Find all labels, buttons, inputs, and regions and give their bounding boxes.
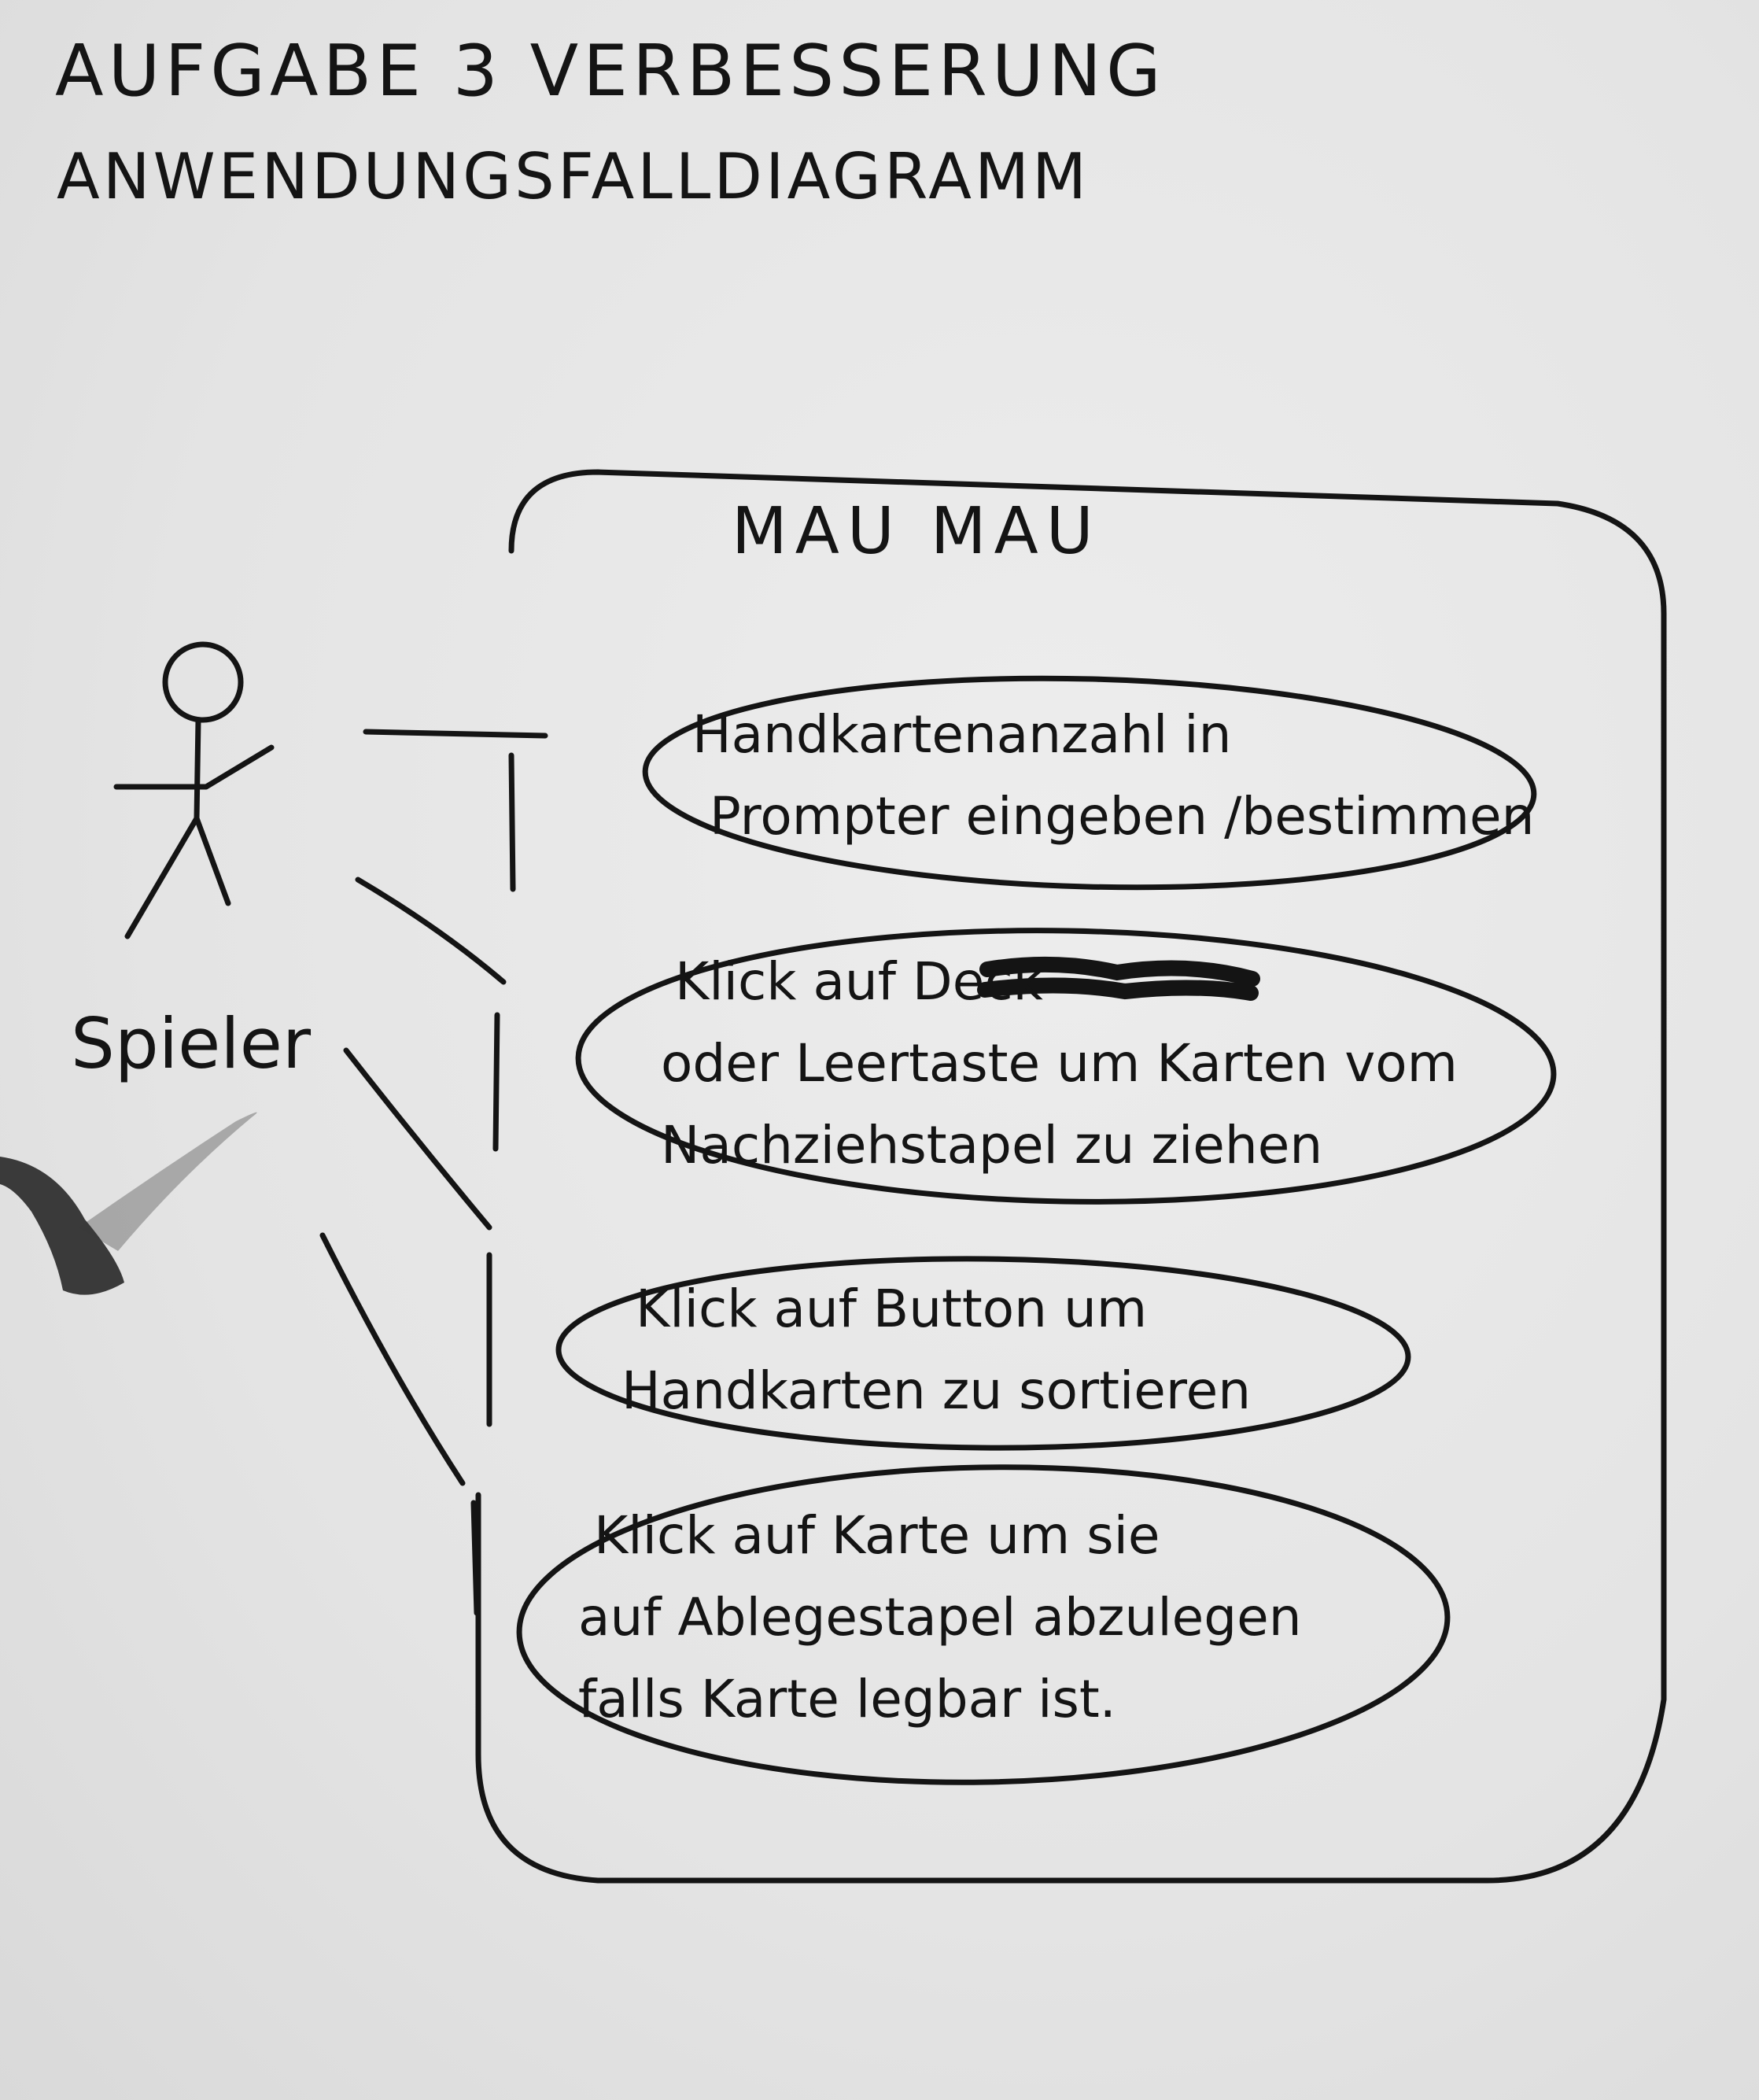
scribble-strikeout: [977, 956, 1260, 1001]
actor-label: Spieler: [71, 1003, 312, 1084]
use-case-2-line-3: Nachziehstapel zu ziehen: [661, 1115, 1323, 1175]
use-case-4: Klick auf Karte um sie auf Ablegestapel …: [578, 1495, 1302, 1740]
use-case-4-line-3: falls Karte legbar ist.: [578, 1669, 1116, 1729]
use-case-1-line-2: Prompter eingeben /bestimmen: [710, 786, 1535, 847]
page-subtitle: ANWENDUNGSFALLDIAGRAMM: [57, 140, 1090, 213]
association-line-4: [319, 1232, 480, 1616]
clip-shadow: [0, 1112, 257, 1295]
use-case-2-line-1: Klick auf Deck: [675, 951, 1043, 1012]
association-line-1: [363, 729, 548, 892]
use-case-ellipse-4: [516, 1464, 1451, 1785]
use-case-ellipse-2: [575, 928, 1557, 1205]
use-case-ellipse-3: [555, 1256, 1411, 1451]
use-case-2: Klick auf Deck oder Leertaste um Karten …: [661, 941, 1458, 1187]
use-case-1: Handkartenanzahl in Prompter eingeben /b…: [692, 694, 1534, 858]
use-case-1-line-1: Handkartenanzahl in: [692, 704, 1232, 765]
association-line-2: [355, 877, 507, 1152]
system-boundary: [475, 469, 1667, 1884]
use-case-ellipse-1: [642, 675, 1537, 891]
use-case-4-line-1: Klick auf Karte um sie: [594, 1505, 1160, 1566]
use-case-2-line-2: oder Leertaste um Karten vom: [661, 1033, 1458, 1094]
actor-stick-figure: [113, 641, 275, 939]
use-case-3-line-2: Handkarten zu sortieren: [621, 1360, 1252, 1421]
use-case-3: Klick auf Button um Handkarten zu sortie…: [621, 1268, 1251, 1432]
page-title: AUFGABE 3 VERBESSERUNG: [55, 30, 1166, 113]
system-title: MAU MAU: [732, 494, 1101, 569]
use-case-4-line-2: auf Ablegestapel abzulegen: [578, 1587, 1302, 1648]
association-line-3: [343, 1047, 492, 1427]
use-case-3-line-1: Klick auf Button um: [636, 1279, 1148, 1339]
